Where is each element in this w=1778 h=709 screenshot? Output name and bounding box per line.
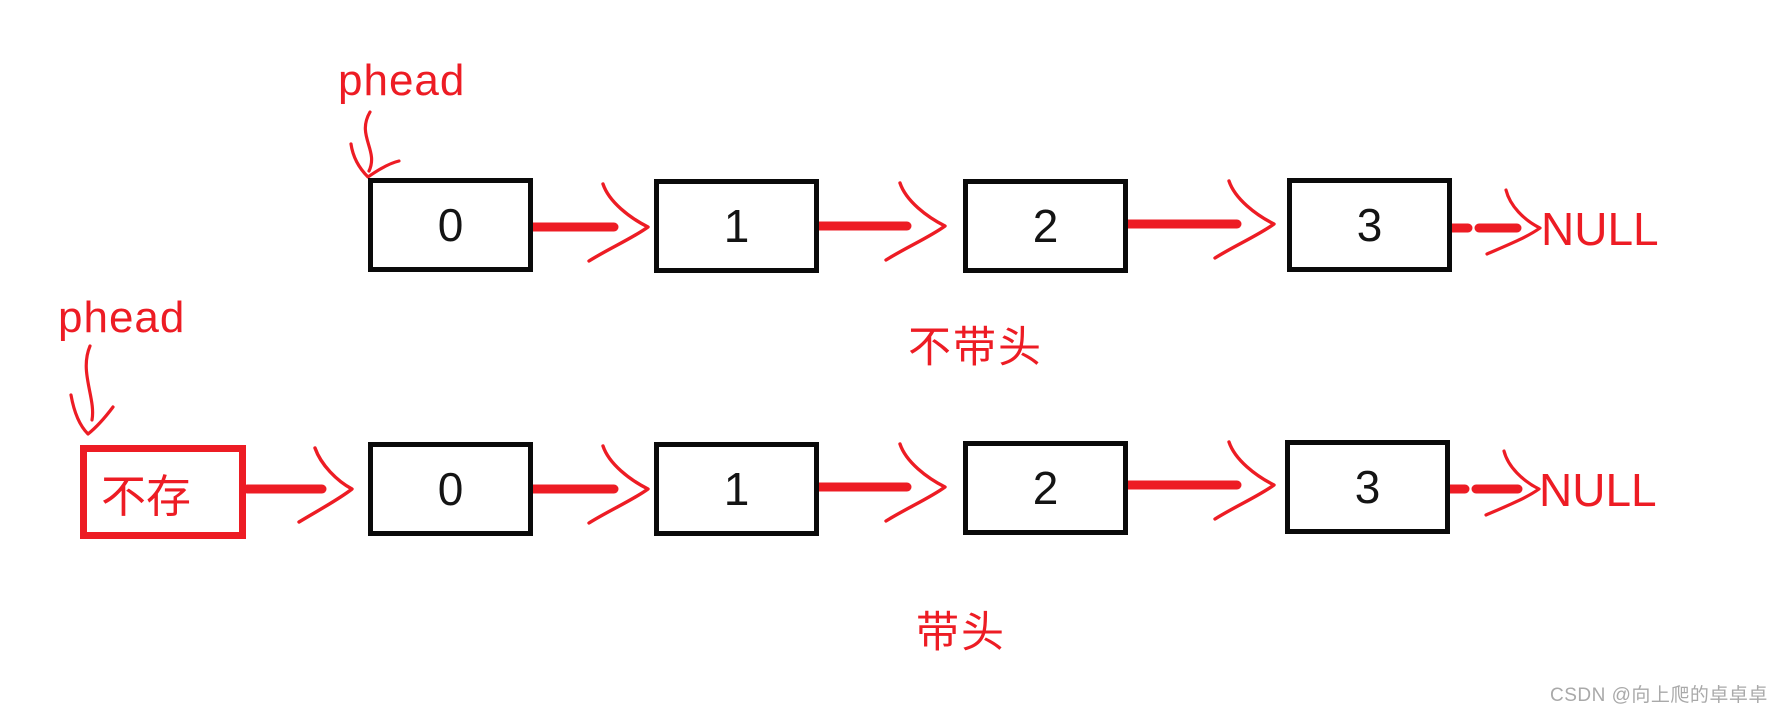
arrow-shaft bbox=[84, 344, 95, 422]
watermark: CSDN @向上爬的卓卓卓 bbox=[1550, 685, 1768, 706]
arrow-head bbox=[349, 142, 401, 179]
head-next-pointer-arrow bbox=[242, 446, 354, 524]
arrow-head bbox=[1485, 188, 1542, 256]
phead-arrow-bottom bbox=[69, 344, 115, 436]
arrow-head bbox=[587, 444, 650, 525]
list-node: 2 bbox=[963, 441, 1128, 535]
arrow-head bbox=[884, 442, 947, 523]
list-node: 0 bbox=[368, 178, 533, 272]
phead-arrow-top bbox=[349, 110, 401, 179]
next-pointer-arrow bbox=[524, 444, 650, 525]
arrow-head bbox=[1213, 440, 1276, 521]
node-value: 0 bbox=[437, 463, 464, 515]
null-pointer-arrow bbox=[1445, 449, 1541, 517]
list-node: 3 bbox=[1285, 440, 1450, 534]
phead-pointer-label: phead bbox=[338, 56, 466, 105]
arrow-head bbox=[1213, 179, 1276, 260]
list-node: 1 bbox=[654, 442, 819, 536]
node-value: 2 bbox=[1032, 200, 1059, 252]
null-terminator: NULL bbox=[1541, 203, 1659, 255]
next-pointer-arrow bbox=[526, 182, 650, 263]
head-node: 不存 bbox=[80, 445, 246, 539]
arrow-shaft bbox=[363, 110, 374, 173]
head-node-label: 不存 bbox=[100, 470, 191, 522]
node-value: 1 bbox=[723, 200, 750, 252]
node-value: 3 bbox=[1354, 461, 1381, 513]
list-node: 1 bbox=[654, 179, 819, 273]
list-caption-without-head: 不带头 bbox=[908, 324, 1043, 372]
arrow-head bbox=[1484, 449, 1541, 517]
next-pointer-arrow bbox=[1119, 440, 1276, 521]
phead-pointer-label: phead bbox=[58, 293, 186, 342]
null-pointer-arrow bbox=[1446, 188, 1542, 256]
next-pointer-arrow bbox=[811, 442, 947, 523]
arrow-head bbox=[297, 446, 354, 524]
list-node: 3 bbox=[1287, 178, 1452, 272]
arrow-head bbox=[69, 393, 115, 436]
list-node: 0 bbox=[368, 442, 533, 536]
node-value: 1 bbox=[723, 463, 750, 515]
next-pointer-arrow bbox=[812, 181, 947, 262]
null-terminator: NULL bbox=[1539, 464, 1657, 516]
node-value: 0 bbox=[437, 199, 464, 251]
arrow-head bbox=[587, 182, 650, 263]
list-caption-with-head: 带头 bbox=[916, 609, 1006, 657]
node-value: 2 bbox=[1032, 462, 1059, 514]
next-pointer-arrow bbox=[1121, 179, 1276, 260]
arrow-head bbox=[884, 181, 947, 262]
node-value: 3 bbox=[1356, 199, 1383, 251]
list-node: 2 bbox=[963, 179, 1128, 273]
